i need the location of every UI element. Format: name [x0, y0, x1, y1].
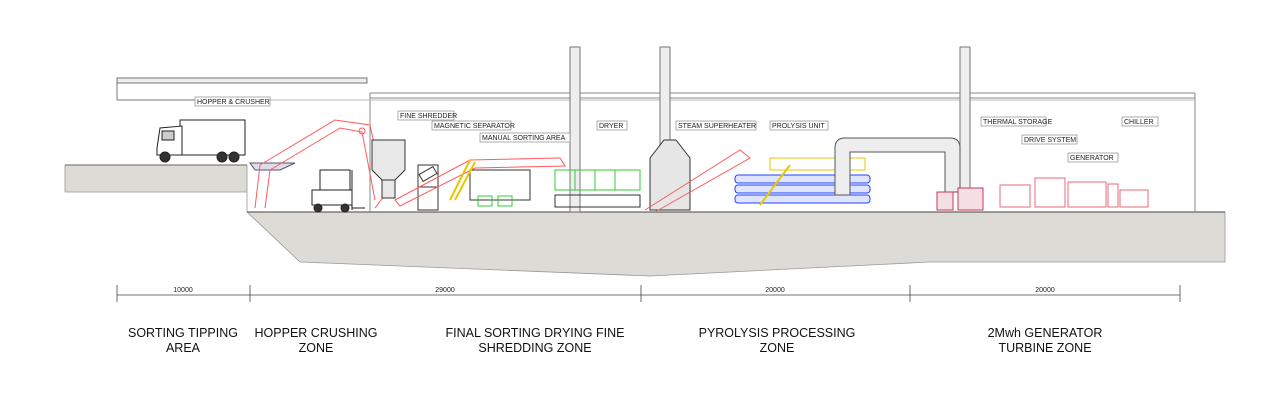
forklift: [311, 169, 365, 213]
label-steam-superheater: STEAM SUPERHEATER: [678, 123, 756, 130]
tipping-roof: [116, 77, 370, 101]
dimension-value: 20000: [1035, 287, 1055, 294]
steam-superheater: [649, 139, 691, 211]
label-thermal-storage: THERMAL STORAGE: [983, 119, 1053, 126]
label-manual-sorting-area: MANUAL SORTING AREA: [482, 135, 566, 142]
chimney-3: [959, 46, 971, 193]
label-prolysis-unit: PROLYSIS UNIT: [772, 123, 825, 130]
zone-caption-line: 2Mwh GENERATOR: [987, 326, 1103, 340]
zone-caption-final-sorting: FINAL SORTING DRYING FINE SHREDDING ZONE: [425, 326, 645, 356]
label-chiller: CHILLER: [1124, 119, 1154, 126]
dimension-value: 29000: [435, 287, 455, 294]
zone-caption-line: SORTING TIPPING: [128, 326, 238, 340]
ground-terrain: [64, 164, 1226, 277]
zone-caption-line: SHREDDING ZONE: [478, 341, 592, 355]
label-drive-system: DRIVE SYSTEM: [1024, 137, 1076, 144]
zone-caption-line: AREA: [165, 341, 201, 355]
zone-caption-line: PYROLYSIS PROCESSING: [698, 326, 856, 340]
dimension-line: [116, 285, 1181, 302]
dimension-value: 10000: [173, 287, 193, 294]
dryer: [554, 169, 641, 208]
zone-caption-line: ZONE: [298, 341, 334, 355]
zone-caption-pyrolysis: PYROLYSIS PROCESSING ZONE: [667, 326, 887, 356]
exhaust-duct: [834, 137, 961, 196]
label-hopper-crusher: HOPPER & CRUSHER: [197, 99, 270, 106]
garbage-truck: [156, 119, 246, 163]
zone-caption-line: TURBINE ZONE: [998, 341, 1092, 355]
zone-caption-hopper-crushing: HOPPER CRUSHING ZONE: [206, 326, 426, 356]
pyrolysis-conveyor: [644, 149, 751, 213]
fine-shredder: [371, 139, 406, 199]
magnetic-separator: [417, 164, 439, 211]
chimney-1: [569, 46, 581, 213]
dimension-value: 20000: [765, 287, 785, 294]
manual-sorting-area: [449, 159, 531, 207]
label-dryer: DRYER: [599, 123, 623, 130]
thermal-storage: [936, 187, 984, 211]
zone-caption-line: FINAL SORTING DRYING FINE: [445, 326, 625, 340]
zone-caption-generator: 2Mwh GENERATOR TURBINE ZONE: [935, 326, 1155, 356]
equipment-labels: HOPPER & CRUSHER FINE SHREDDER MAGNETIC …: [194, 96, 1159, 163]
generator-set: [999, 177, 1149, 208]
label-generator: GENERATOR: [1070, 155, 1114, 162]
label-magnetic-separator: MAGNETIC SEPARATOR: [434, 123, 515, 130]
zone-caption-line: HOPPER CRUSHING: [254, 326, 378, 340]
zone-caption-sorting-tipping: SORTING TIPPING AREA: [73, 326, 293, 356]
label-fine-shredder: FINE SHREDDER: [400, 113, 457, 120]
zone-caption-line: ZONE: [759, 341, 795, 355]
main-building-roof: [245, 92, 1196, 212]
